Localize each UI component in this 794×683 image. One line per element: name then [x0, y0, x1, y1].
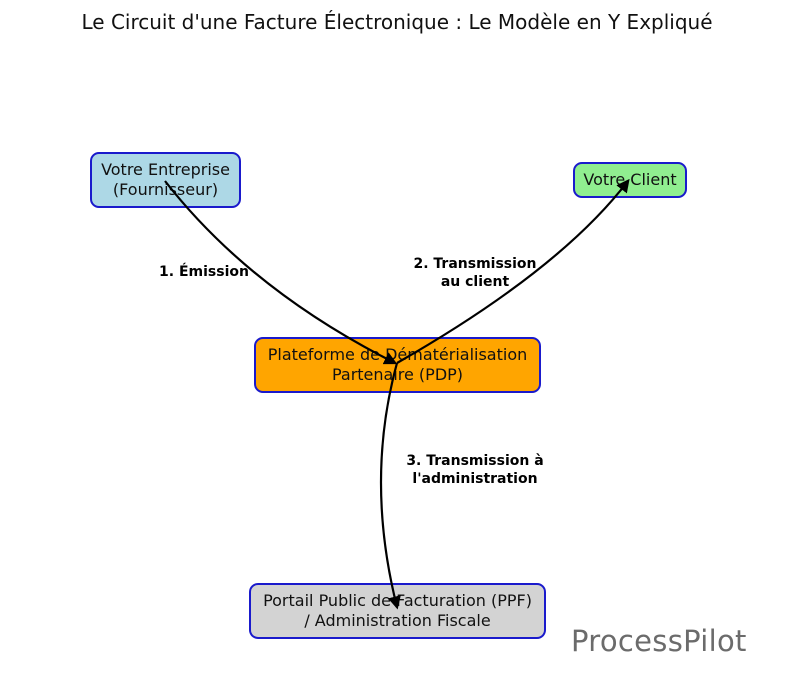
node-ppf: Portail Public de Facturation (PPF) / Ad…: [249, 583, 546, 639]
arrow-to-admin: [379, 362, 401, 610]
edge-label-to-client: 2. Transmission au client: [413, 256, 537, 290]
edge-label-emission: 1. Émission: [159, 264, 249, 280]
node-supplier: Votre Entreprise (Fournisseur): [90, 152, 241, 208]
node-client: Votre Client: [573, 162, 687, 198]
arrow-emission: [164, 180, 398, 365]
processpilot-logo: ProcessPilot: [571, 624, 747, 658]
arrow-to-client: [396, 178, 630, 364]
edge-label-to-admin: 3. Transmission à l'administration: [406, 453, 544, 487]
diagram-title: Le Circuit d'une Facture Électronique : …: [81, 10, 713, 34]
